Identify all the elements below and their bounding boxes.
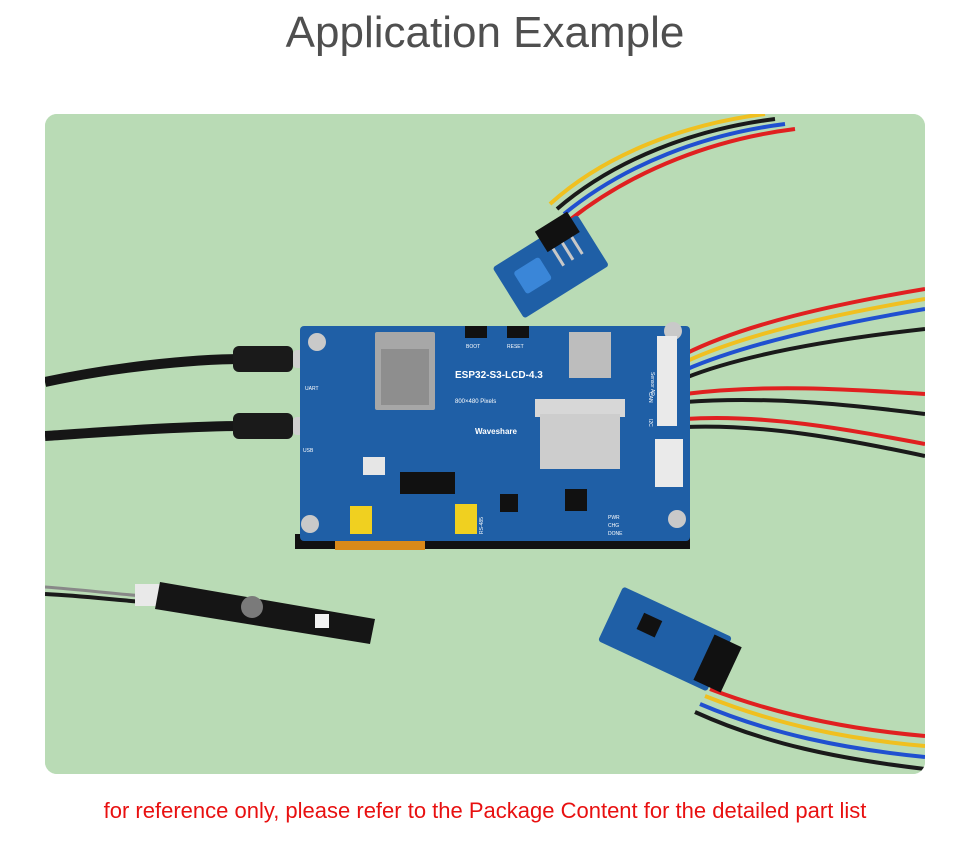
sensor-module xyxy=(694,687,925,771)
camera-module xyxy=(45,582,375,644)
reference-caption: for reference only, please refer to the … xyxy=(103,798,867,823)
right-side-wires xyxy=(684,287,925,458)
relay-module xyxy=(493,211,608,318)
chg-silk: CHG xyxy=(608,523,619,529)
done-silk: DONE xyxy=(608,531,623,537)
application-example-photo: ESP32-S3-LCD-4.3 800×480 Pixels Waveshar… xyxy=(45,114,925,774)
sensor-silk: Sensor AD xyxy=(649,372,655,396)
uart-silk: UART xyxy=(305,386,319,392)
board-resolution-label: 800×480 Pixels xyxy=(455,399,496,405)
i2c-silk: I2C xyxy=(647,419,653,427)
board-model-label: ESP32-S3-LCD-4.3 xyxy=(455,370,543,381)
brand-label: Waveshare xyxy=(475,427,518,436)
esp32-s3-lcd-board: ESP32-S3-LCD-4.3 800×480 Pixels Waveshar… xyxy=(295,322,690,550)
can-silk: CAN xyxy=(647,392,653,403)
relay-module-wires xyxy=(548,114,796,221)
boot-silk: BOOT xyxy=(466,344,480,350)
page-title: Application Example xyxy=(285,8,685,57)
usb-silk: USB xyxy=(303,448,314,454)
rs485-silk: RS-485 xyxy=(479,517,485,534)
pwr-silk: PWR xyxy=(608,515,620,521)
reset-silk: RESET xyxy=(507,344,524,350)
